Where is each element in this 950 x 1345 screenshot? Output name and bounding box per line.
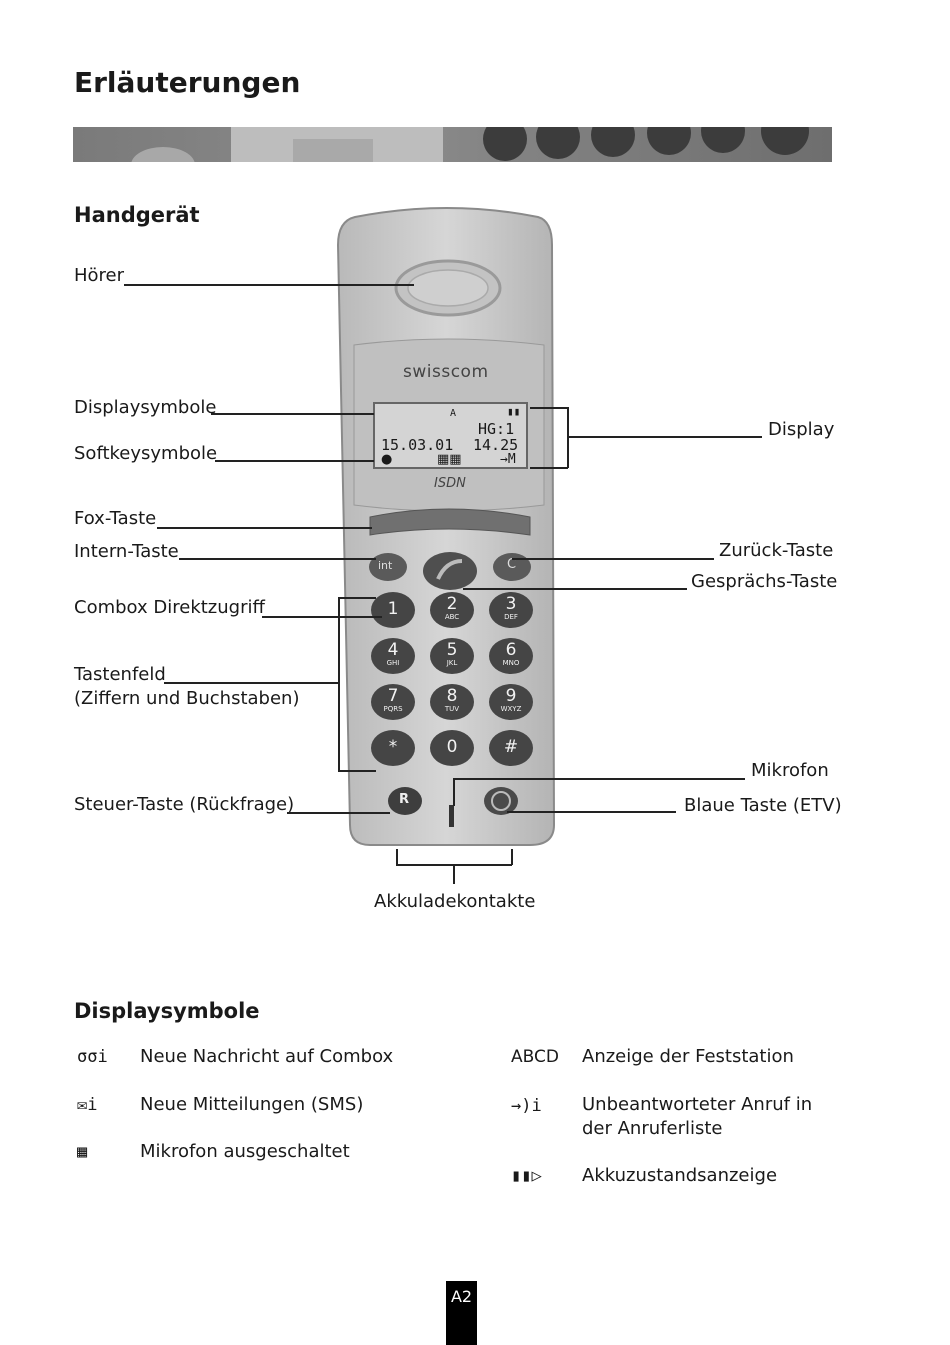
key-letters: JKL: [430, 659, 474, 668]
r-key[interactable]: R: [399, 792, 409, 807]
key-digit: 9: [489, 684, 533, 705]
int-key[interactable]: int: [378, 559, 392, 572]
key-letters: TUV: [430, 705, 474, 714]
display-bracket: [530, 407, 568, 409]
symbol-desc: Mikrofon ausgeschaltet: [140, 1141, 350, 1162]
keypad-bracket: [338, 597, 376, 599]
lcd-battery-icon: ▮▮: [507, 405, 520, 418]
label-softkeysymbole: Softkeysymbole: [74, 443, 217, 464]
envelope-icon: ✉i: [77, 1095, 97, 1115]
key-digit: 6: [489, 638, 533, 659]
key-digit: 4: [371, 638, 415, 659]
page-title: Erläuterungen: [74, 66, 300, 99]
leader-line: [453, 778, 455, 806]
symbol-desc: Neue Nachricht auf Combox: [140, 1046, 393, 1067]
key-letters: MNO: [489, 659, 533, 668]
leader-line: [463, 588, 687, 590]
lcd-softkey-left-icon: ●: [381, 452, 392, 467]
akku-bracket: [396, 849, 398, 865]
keypad-banner-image: [73, 127, 832, 162]
symbol-desc: Akkuzustandsanzeige: [582, 1165, 777, 1186]
key-digit: 7: [371, 684, 415, 705]
voicemail-icon: σσi: [77, 1047, 108, 1067]
key-digit: *: [371, 730, 415, 756]
leader-line: [507, 811, 676, 813]
antenna-indicator: A: [450, 408, 456, 419]
akku-bracket: [511, 849, 513, 865]
label-fox-taste: Fox-Taste: [74, 508, 156, 529]
symbol-desc-cont: der Anruferliste: [582, 1118, 722, 1139]
key-digit: 3: [489, 592, 533, 613]
label-blaue-taste: Blaue Taste (ETV): [684, 795, 842, 816]
leader-line: [262, 616, 382, 618]
leader-line: [453, 778, 745, 780]
key-digit: 2: [430, 592, 474, 613]
label-gespraechs-taste: Gesprächs-Taste: [691, 571, 837, 592]
key-digit: #: [489, 730, 533, 756]
key-letters: WXYZ: [489, 705, 533, 714]
leader-line: [568, 436, 762, 438]
handset-heading: Handgerät: [74, 203, 200, 227]
symbols-heading: Displaysymbole: [74, 999, 260, 1023]
page-number: A2: [446, 1281, 477, 1345]
isdn-logo: ISDN: [434, 476, 466, 491]
label-intern-taste: Intern-Taste: [74, 541, 179, 562]
label-steuer-taste: Steuer-Taste (Rückfrage): [74, 794, 294, 815]
leader-line: [164, 682, 338, 684]
akku-bracket: [453, 864, 455, 884]
missed-call-icon: →)i: [511, 1096, 542, 1116]
symbol-desc: Unbeantworteter Anruf in: [582, 1094, 812, 1115]
label-combox: Combox Direktzugriff: [74, 597, 265, 618]
leader-line: [211, 413, 374, 415]
label-akku: Akkuladekontakte: [374, 891, 535, 912]
key-digit: 1: [371, 592, 415, 618]
key-0[interactable]: 0: [430, 730, 474, 766]
leader-line: [124, 284, 414, 286]
lcd-softkey-middle-icon: ▦▦: [437, 452, 462, 467]
leader-line: [512, 558, 714, 560]
lcd-softkey-right: →M: [500, 452, 516, 467]
label-tastenfeld: Tastenfeld: [74, 664, 166, 685]
battery-icon: ▮▮▷: [511, 1166, 542, 1186]
key-letters: PQRS: [371, 705, 415, 714]
label-mikrofon: Mikrofon: [751, 760, 829, 781]
leader-line: [215, 460, 374, 462]
keypad-bracket: [338, 770, 376, 772]
mic-off-icon: ▦: [77, 1142, 87, 1162]
label-zurueck-taste: Zurück-Taste: [719, 540, 833, 561]
display-bracket: [530, 467, 568, 469]
key-digit: 5: [430, 638, 474, 659]
key-digit: 8: [430, 684, 474, 705]
label-hoerer: Hörer: [74, 265, 124, 286]
key-letters: ABC: [430, 613, 474, 622]
base-station-icon: ABCD: [511, 1047, 559, 1067]
key-digit: 0: [430, 730, 474, 756]
label-displaysymbole: Displaysymbole: [74, 397, 216, 418]
brand-logo: swisscom: [403, 362, 489, 382]
display-bracket: [567, 407, 569, 468]
leader-line: [157, 527, 372, 529]
key-1[interactable]: 1: [371, 592, 415, 628]
key-letters: DEF: [489, 613, 533, 622]
leader-line: [179, 558, 376, 560]
key-star[interactable]: *: [371, 730, 415, 766]
key-hash[interactable]: #: [489, 730, 533, 766]
symbol-desc: Anzeige der Feststation: [582, 1046, 794, 1067]
keypad-bracket: [338, 597, 340, 771]
label-tastenfeld-sub: (Ziffern und Buchstaben): [74, 688, 299, 709]
symbol-desc: Neue Mitteilungen (SMS): [140, 1094, 363, 1115]
label-display: Display: [768, 419, 834, 440]
leader-line: [287, 812, 390, 814]
key-letters: GHI: [371, 659, 415, 668]
